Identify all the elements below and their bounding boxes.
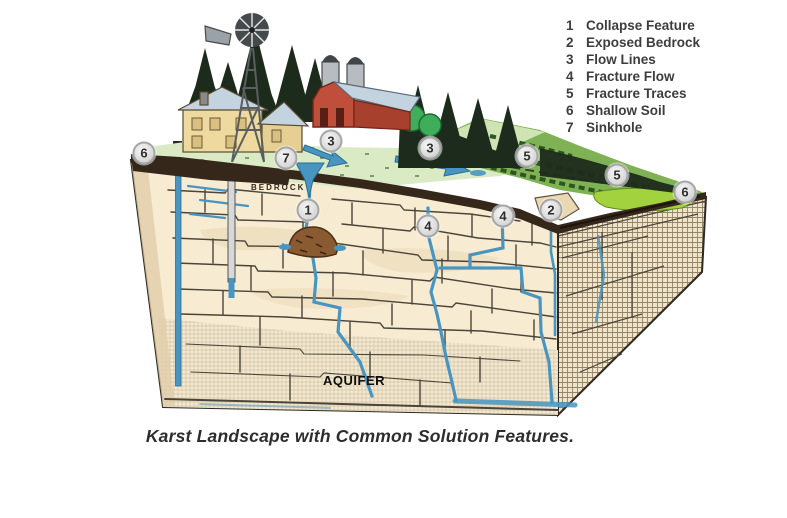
legend-label: Fracture Flow [586, 69, 675, 84]
feature-marker-3: 3 [319, 129, 343, 153]
legend-item: 3 Flow Lines [566, 51, 781, 68]
legend-item: 2 Exposed Bedrock [566, 34, 781, 51]
sinkhole [295, 162, 325, 199]
figure-caption: Karst Landscape with Common Solution Fea… [145, 426, 575, 446]
farmhouse [177, 86, 310, 153]
feature-marker-2: 2 [539, 198, 563, 222]
legend-number: 1 [566, 18, 574, 33]
legend-number: 3 [566, 52, 574, 67]
legend-item: 5 Fracture Traces [566, 85, 781, 102]
legend-number: 4 [566, 69, 574, 84]
legend-number: 5 [566, 86, 574, 101]
legend-item: 6 Shallow Soil [566, 102, 781, 119]
legend-number: 7 [566, 120, 574, 135]
legend-label: Sinkhole [586, 120, 643, 135]
barn [312, 55, 422, 131]
legend-label: Shallow Soil [586, 103, 666, 118]
feature-marker-6: 6 [132, 141, 156, 165]
legend-number: 2 [566, 35, 574, 50]
feature-marker-5: 5 [515, 144, 539, 168]
groundwater-fractures [186, 176, 578, 409]
soil-layer [131, 154, 706, 234]
feature-marker-6: 6 [673, 180, 697, 204]
bedrock-label: BEDROCK [251, 183, 306, 192]
aquifer-zone [158, 318, 558, 415]
aquifer-label: AQUIFER [323, 373, 385, 388]
green-trees [398, 104, 442, 137]
legend-label: Flow Lines [586, 52, 656, 67]
collapse-feature [279, 226, 346, 258]
legend: 1 Collapse Feature 2 Exposed Bedrock 3 F… [566, 17, 781, 136]
windmill-icon [204, 13, 269, 163]
legend-label: Fracture Traces [586, 86, 687, 101]
feature-marker-1: 1 [296, 198, 320, 222]
legend-item: 1 Collapse Feature [566, 17, 781, 34]
legend-item: 4 Fracture Flow [566, 68, 781, 85]
rock-right-face [557, 195, 708, 418]
feature-marker-4: 4 [491, 204, 515, 228]
feature-marker-7: 7 [274, 146, 298, 170]
legend-item: 7 Sinkhole [566, 119, 781, 136]
legend-label: Collapse Feature [586, 18, 695, 33]
legend-number: 6 [566, 103, 574, 118]
feature-marker-3: 3 [418, 136, 442, 160]
feature-marker-5: 5 [605, 163, 629, 187]
legend-label: Exposed Bedrock [586, 35, 701, 50]
feature-marker-4: 4 [416, 214, 440, 238]
